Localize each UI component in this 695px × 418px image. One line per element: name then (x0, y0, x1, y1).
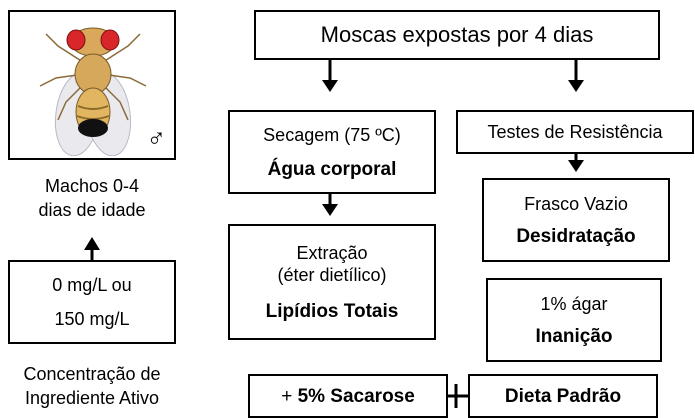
sucrose-prefix: + (281, 385, 298, 407)
drying-line2: Água corporal (267, 158, 397, 180)
extraction-line3: Lipídios Totais (265, 300, 399, 322)
sucrose-label: 5% Sacarose (297, 385, 415, 407)
male-symbol: ♂ (146, 123, 167, 153)
fly-caption-line2: dias de idade (38, 200, 146, 220)
concentration-line2: 150 mg/L (54, 309, 130, 329)
exposure-label: Moscas expostas por 4 dias (320, 22, 594, 47)
arrow-drying-to-extraction-head (322, 204, 338, 216)
arrow-top-to-resistance-head (568, 80, 584, 92)
concentration-caption: Concentração de Ingrediente Ativo (0, 362, 184, 410)
standard-diet-label: Dieta Padrão (504, 385, 622, 407)
empty-vial-line1: Frasco Vazio (524, 193, 628, 214)
drying-line1: Secagem (75 ºC) (263, 124, 401, 145)
extraction-box: Extração (éter dietílico) Lipídios Totai… (228, 224, 436, 340)
concentration-caption-line1: Concentração de (23, 364, 161, 384)
extraction-line1: Extração (296, 242, 368, 263)
concentration-caption-line2: Ingrediente Ativo (24, 388, 160, 408)
resistance-label: Testes de Resistência (487, 122, 663, 142)
arrow-top-to-drying-head (322, 80, 338, 92)
extraction-line2: (éter dietílico) (277, 264, 387, 285)
agar-line2: Inanição (535, 325, 613, 347)
fly-illustration-box: ♂ (8, 10, 176, 160)
fruit-fly-icon (39, 27, 147, 156)
fly-caption: Machos 0-4 dias de idade (0, 174, 184, 222)
concentration-box: 0 mg/L ou 150 mg/L (8, 260, 176, 344)
arrow-concentration-up-head (84, 237, 100, 250)
exposure-box: Moscas expostas por 4 dias (254, 10, 660, 60)
drying-box: Secagem (75 ºC) Água corporal (228, 110, 436, 194)
empty-vial-box: Frasco Vazio Desidratação (482, 178, 670, 262)
arrow-resistance-to-vial-head (568, 160, 584, 172)
agar-box: 1% ágar Inanição (486, 278, 662, 362)
concentration-line1: 0 mg/L ou (52, 275, 132, 295)
fly-caption-line1: Machos 0-4 (44, 176, 140, 196)
sucrose-text: + 5% Sacarose (281, 385, 415, 408)
empty-vial-line2: Desidratação (516, 225, 636, 247)
resistance-box: Testes de Resistência (456, 110, 694, 154)
agar-line1: 1% ágar (540, 293, 608, 314)
